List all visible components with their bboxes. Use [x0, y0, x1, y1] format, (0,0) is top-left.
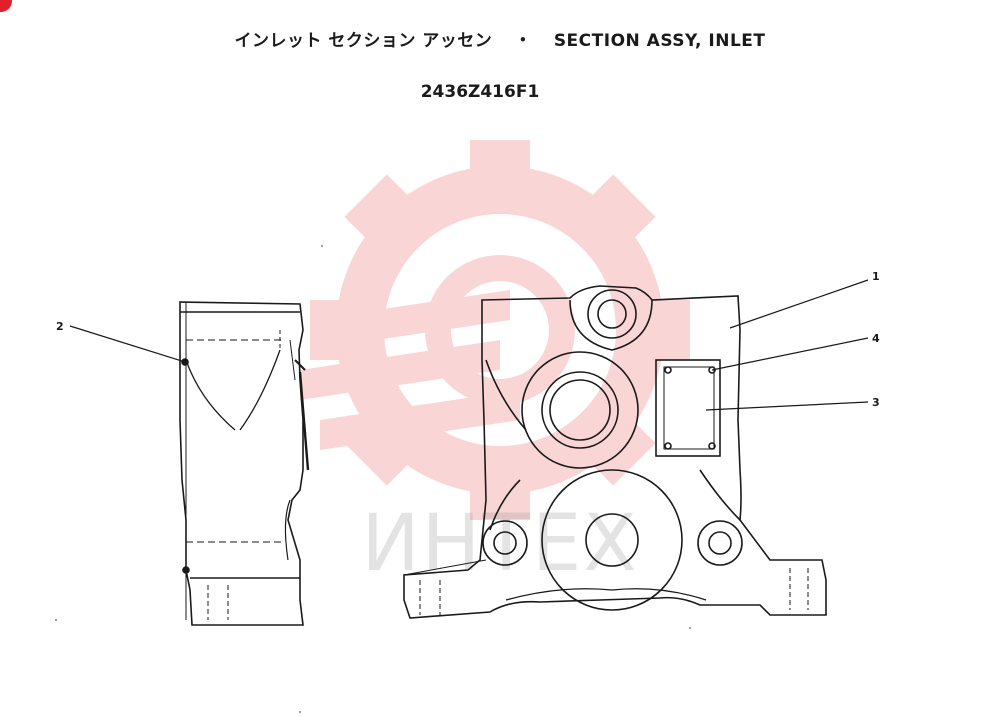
leader-4 — [711, 337, 869, 371]
watermark-wordmark: ИНТЕХ — [361, 499, 638, 589]
leader-2 — [69, 325, 186, 363]
leader-3 — [705, 401, 869, 411]
callout-1: 1 — [872, 270, 880, 283]
watermark-logo — [300, 140, 690, 520]
title-separator: ・ — [514, 31, 532, 51]
part-number: 2436Z416F1 — [420, 82, 540, 102]
scan-specks — [55, 245, 691, 713]
callout-3: 3 — [872, 396, 880, 409]
leader-1 — [729, 279, 869, 329]
side-view — [179, 301, 310, 626]
title-japanese: インレット セクション アッセン — [234, 31, 493, 51]
callout-leaders — [69, 279, 869, 411]
callout-2: 2 — [56, 320, 64, 333]
callout-4: 4 — [872, 332, 880, 345]
front-view — [403, 285, 827, 619]
page-title: インレット セクション アッセン ・ SECTION ASSY, INLET — [0, 26, 1000, 51]
title-english: SECTION ASSY, INLET — [553, 31, 766, 51]
